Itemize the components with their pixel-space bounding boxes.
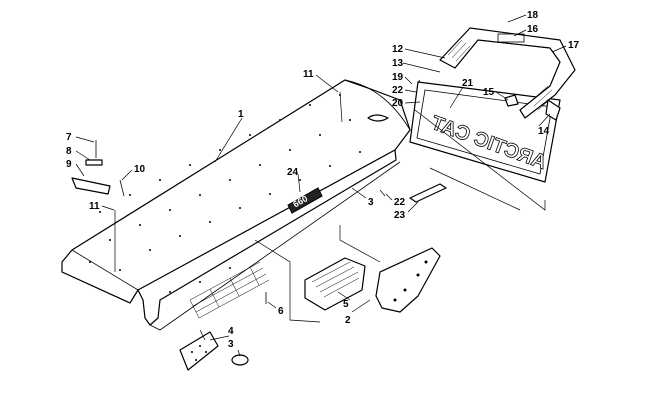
callout-9: 9 — [66, 159, 72, 170]
callout-11-left: 11 — [89, 201, 100, 212]
callout-18: 18 — [527, 10, 539, 21]
callout-3: 3 — [368, 197, 374, 208]
callout-13: 13 — [392, 58, 404, 69]
callout-1: 1 — [238, 109, 244, 120]
callout-7: 7 — [66, 132, 72, 143]
kick-plate — [179, 331, 219, 371]
bumper-bracket — [504, 94, 519, 107]
callout-16: 16 — [527, 24, 539, 35]
callouts: 1 2 3 3 4 5 6 7 8 9 10 11 11 12 14 13 15 — [66, 10, 580, 357]
decal-strip — [409, 183, 447, 203]
callout-12: 12 — [392, 44, 404, 55]
rear-flap: ARCTIC CAT — [409, 81, 561, 183]
rear-bumper — [439, 27, 576, 119]
tunnel-panel — [61, 79, 411, 331]
callout-4: 4 — [228, 326, 234, 337]
hitch-plate — [375, 247, 441, 313]
callout-11-top: 11 — [303, 69, 314, 80]
callout-8: 8 — [66, 146, 72, 157]
callout-6: 6 — [278, 306, 284, 317]
callout-3-lower: 3 — [228, 339, 234, 350]
callout-20: 20 — [392, 98, 404, 109]
foot-step — [304, 257, 366, 311]
callout-10: 10 — [134, 164, 146, 175]
callout-24: 24 — [287, 167, 299, 178]
callout-23: 23 — [394, 210, 406, 221]
callout-17: 17 — [568, 40, 580, 51]
callout-2: 2 — [345, 315, 351, 326]
callout-14: 14 — [538, 126, 550, 137]
callout-19: 19 — [392, 72, 404, 83]
callout-22-top: 22 — [392, 85, 404, 96]
callout-21: 21 — [462, 78, 474, 89]
callout-15: 15 — [483, 87, 495, 98]
left-hardware — [71, 140, 125, 197]
callout-5: 5 — [343, 299, 349, 310]
assembly-lines — [114, 79, 546, 341]
badge-660: 660 — [287, 187, 323, 214]
callout-22-lower: 22 — [394, 197, 406, 208]
washer — [231, 354, 249, 366]
